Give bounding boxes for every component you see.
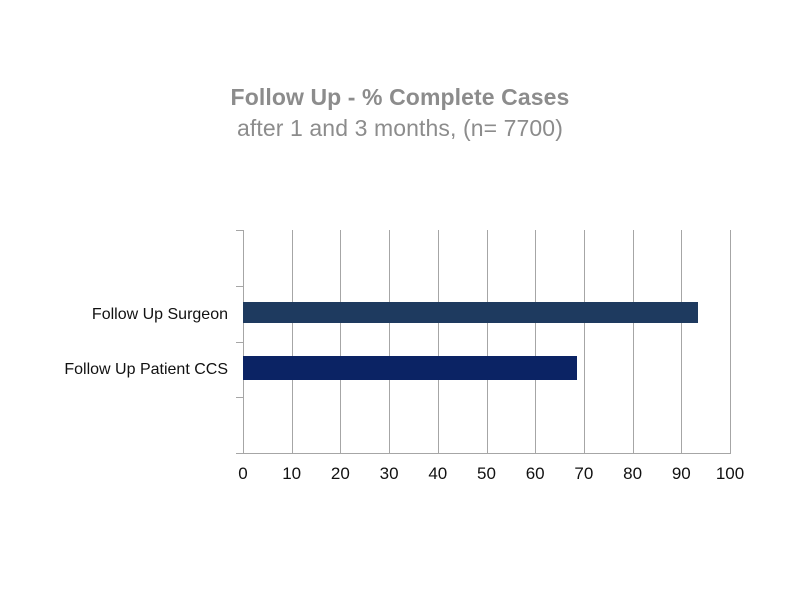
category-label-follow-up-surgeon: Follow Up Surgeon bbox=[91, 306, 228, 323]
value-axis-tick-label: 90 bbox=[671, 464, 691, 483]
value-axis-tick-label: 80 bbox=[623, 464, 643, 483]
chart-title-block: Follow Up - % Complete Cases after 1 and… bbox=[0, 82, 800, 144]
category-label-follow-up-patient-ccs: Follow Up Patient CCS bbox=[64, 361, 228, 378]
value-axis-tick-label: 50 bbox=[477, 464, 496, 483]
gridline-20 bbox=[340, 230, 341, 453]
plot-area bbox=[243, 230, 731, 453]
gridline-30 bbox=[389, 230, 390, 453]
gridline-0 bbox=[243, 230, 244, 453]
gridline-100 bbox=[730, 230, 731, 453]
chart-subtitle: after 1 and 3 months, (n= 7700) bbox=[237, 115, 563, 141]
gridline-50 bbox=[487, 230, 488, 453]
gridline-90 bbox=[681, 230, 682, 453]
value-axis-tick-label: 10 bbox=[282, 464, 302, 483]
category-tick bbox=[236, 230, 243, 231]
chart-title: Follow Up - % Complete Cases bbox=[230, 84, 570, 110]
value-axis-tick-label: 40 bbox=[428, 464, 448, 483]
bar-follow-up-patient-ccs[interactable] bbox=[243, 356, 577, 380]
category-tick bbox=[236, 342, 243, 343]
value-axis-tick-label: 0 bbox=[238, 464, 248, 483]
gridline-10 bbox=[292, 230, 293, 453]
gridline-60 bbox=[535, 230, 536, 453]
value-axis-tick-label: 20 bbox=[330, 464, 350, 483]
gridline-40 bbox=[438, 230, 439, 453]
gridline-80 bbox=[633, 230, 634, 453]
value-axis-tick-label: 60 bbox=[525, 464, 545, 483]
value-axis-tick-label: 70 bbox=[574, 464, 594, 483]
gridline-70 bbox=[584, 230, 585, 453]
category-tick bbox=[236, 286, 243, 287]
gridlines bbox=[243, 230, 731, 453]
category-tick bbox=[236, 397, 243, 398]
bar-follow-up-surgeon[interactable] bbox=[243, 302, 699, 323]
value-axis-line bbox=[243, 453, 731, 454]
category-tick bbox=[236, 453, 243, 454]
value-axis-tick-label: 30 bbox=[379, 464, 399, 483]
value-axis-tick-label: 100 bbox=[715, 464, 745, 483]
